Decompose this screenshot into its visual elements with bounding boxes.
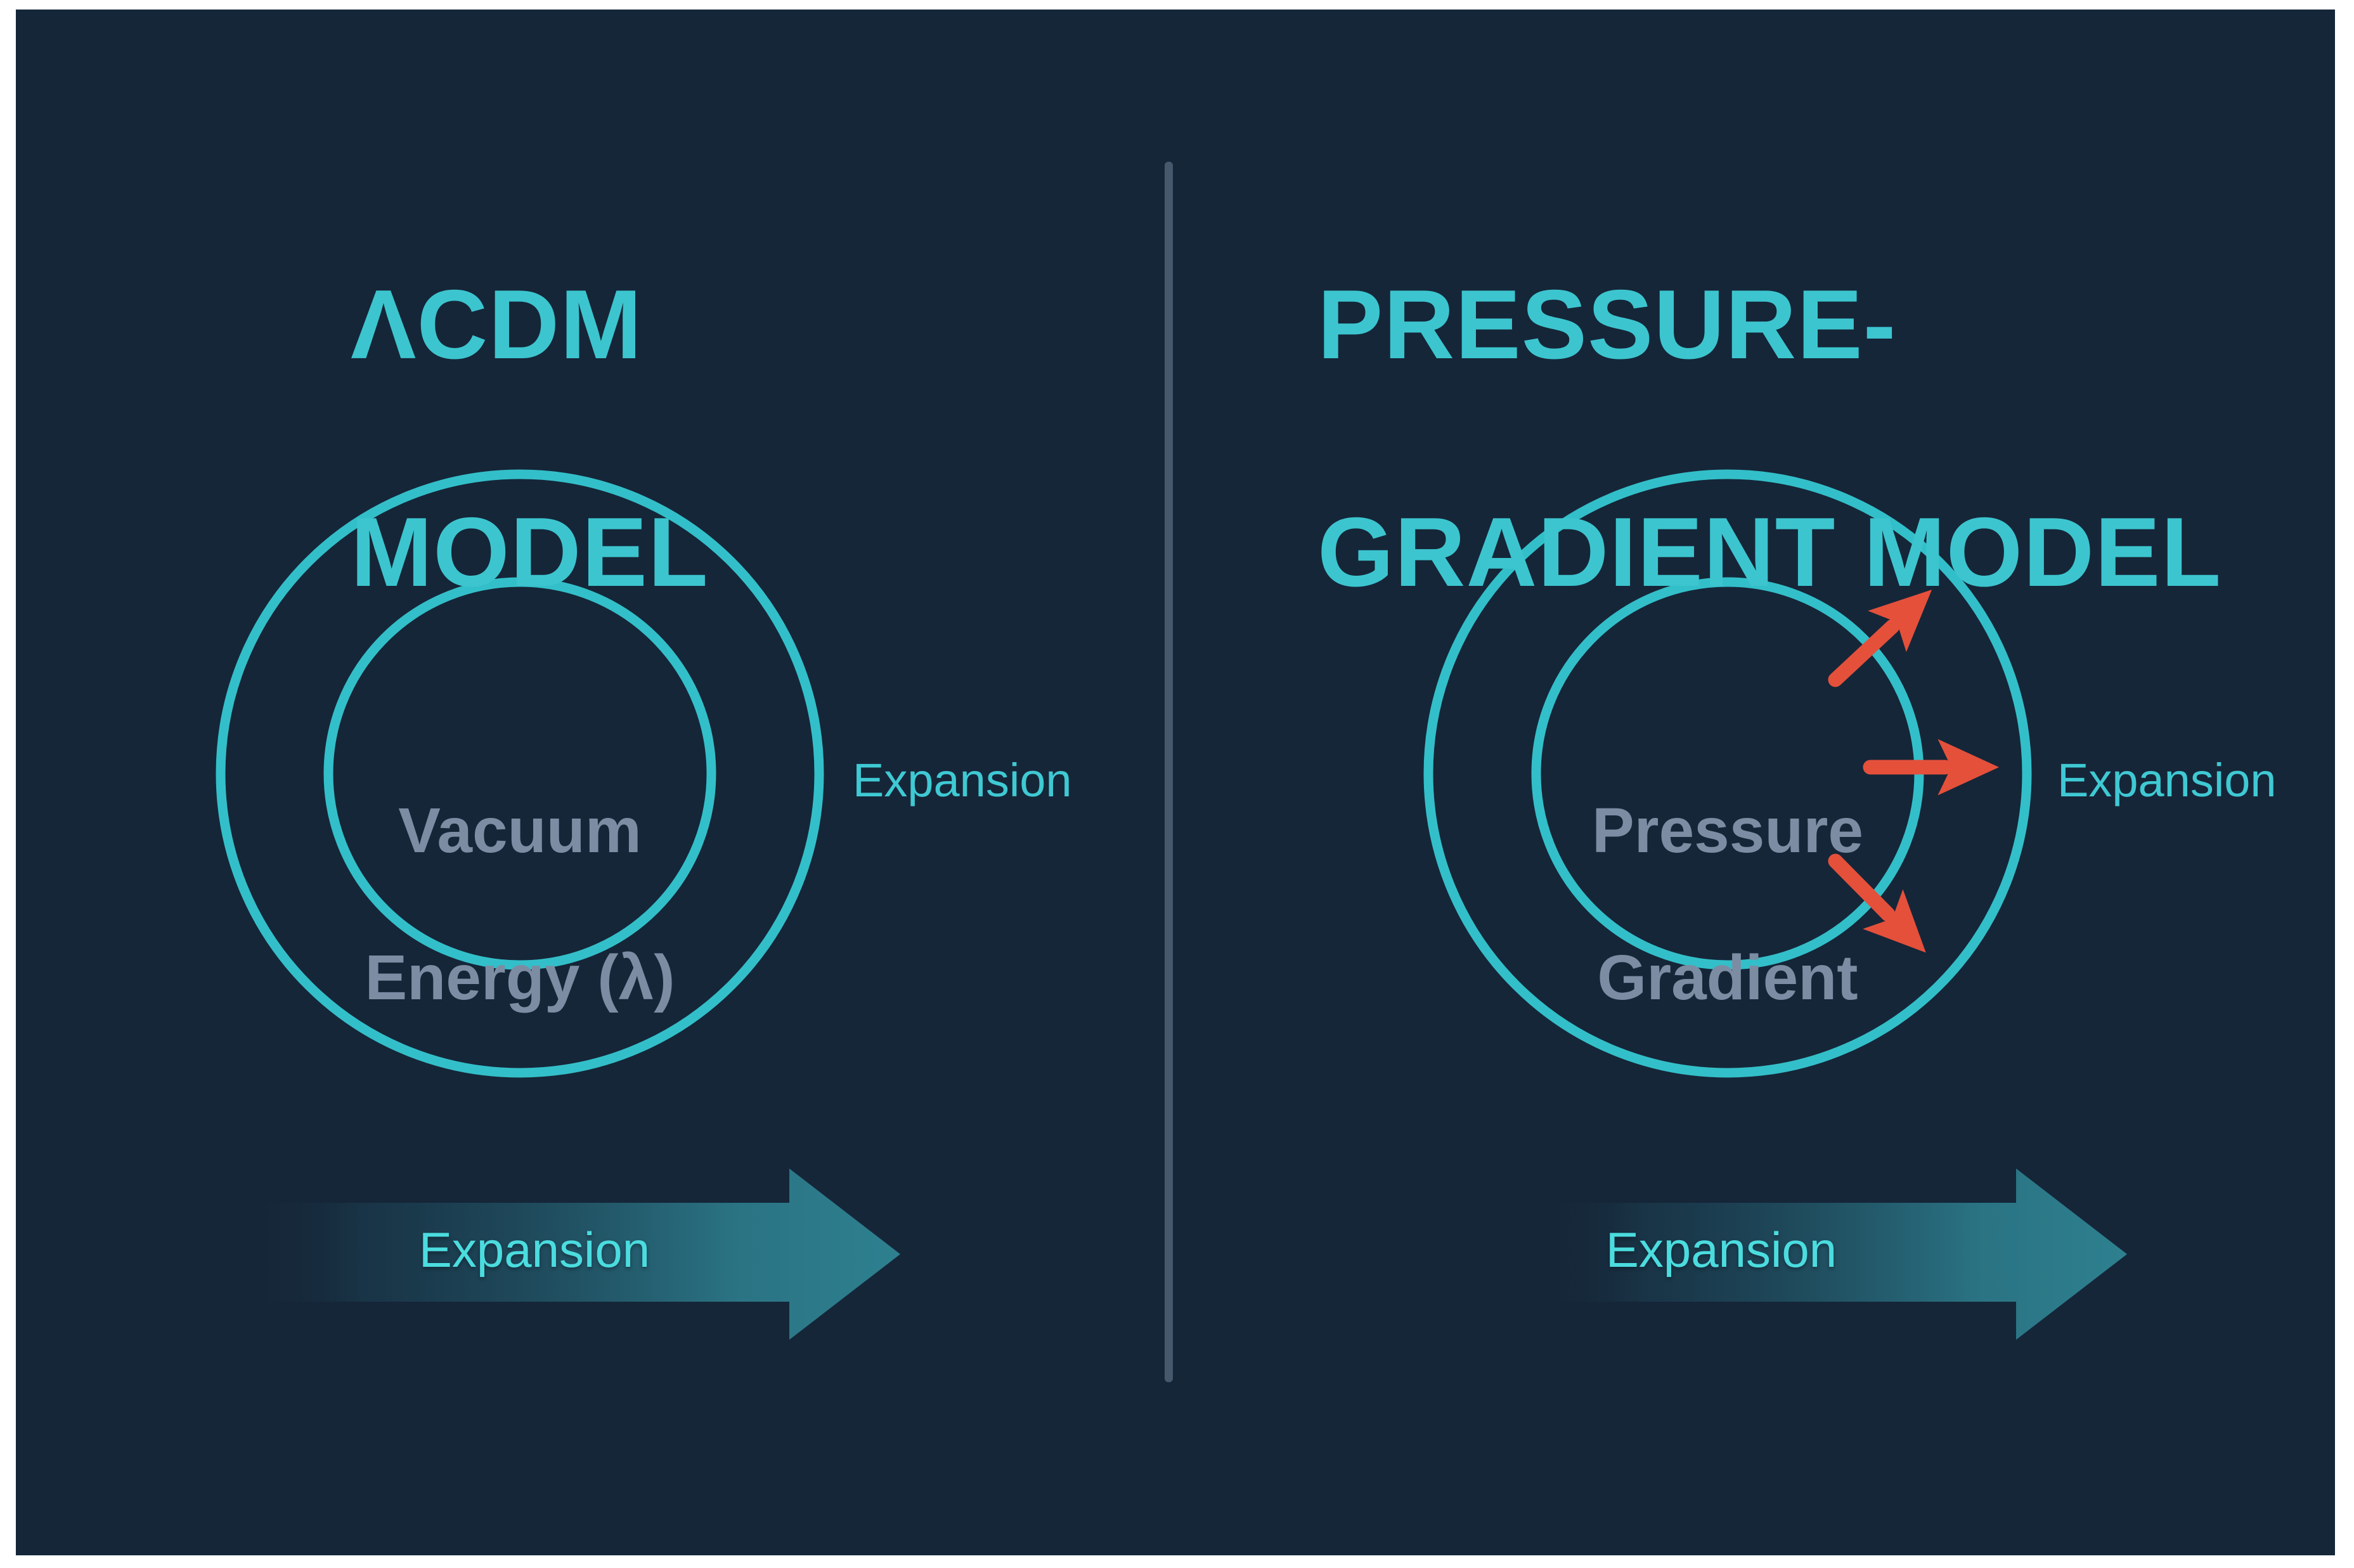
pressure-gradient-label-line2: Gradient xyxy=(1597,942,1858,1013)
left-expansion-arrow-icon xyxy=(244,1169,900,1340)
right-expansion-side-label: Expansion xyxy=(2057,754,2277,807)
vacuum-energy-label-line2: Energy (λ) xyxy=(365,942,675,1013)
pressure-arrow-up-right-icon xyxy=(1828,589,1932,687)
left-expansion-arrow-label: Expansion xyxy=(418,1222,650,1278)
pressure-arrow-down-right-icon xyxy=(1828,853,1926,953)
vacuum-energy-label: Vacuum Energy (λ) xyxy=(266,720,773,1088)
left-outer-circle xyxy=(216,469,824,1078)
right-panel-title: PRESSURE- GRADIENT MODEL xyxy=(1317,153,2221,723)
right-expansion-arrow-icon xyxy=(1537,1169,2127,1340)
pressure-gradient-label-line1: Pressure xyxy=(1591,795,1864,866)
left-title-line1: ΛCDM xyxy=(351,269,643,379)
right-title-line1: PRESSURE- xyxy=(1317,269,1897,379)
right-title-line2: GRADIENT MODEL xyxy=(1317,497,2222,607)
right-outer-circle xyxy=(1423,469,2032,1078)
left-panel-title: ΛCDM MODEL xyxy=(351,153,709,723)
pressure-gradient-label: Pressure Gradient xyxy=(1474,720,1981,1088)
left-expansion-side-label: Expansion xyxy=(853,754,1072,807)
vacuum-energy-label-line1: Vacuum xyxy=(398,795,642,866)
right-expansion-arrow-label: Expansion xyxy=(1605,1222,1837,1278)
left-inner-circle xyxy=(323,577,716,970)
left-title-line2: MODEL xyxy=(351,497,709,607)
center-divider xyxy=(1165,162,1173,1382)
